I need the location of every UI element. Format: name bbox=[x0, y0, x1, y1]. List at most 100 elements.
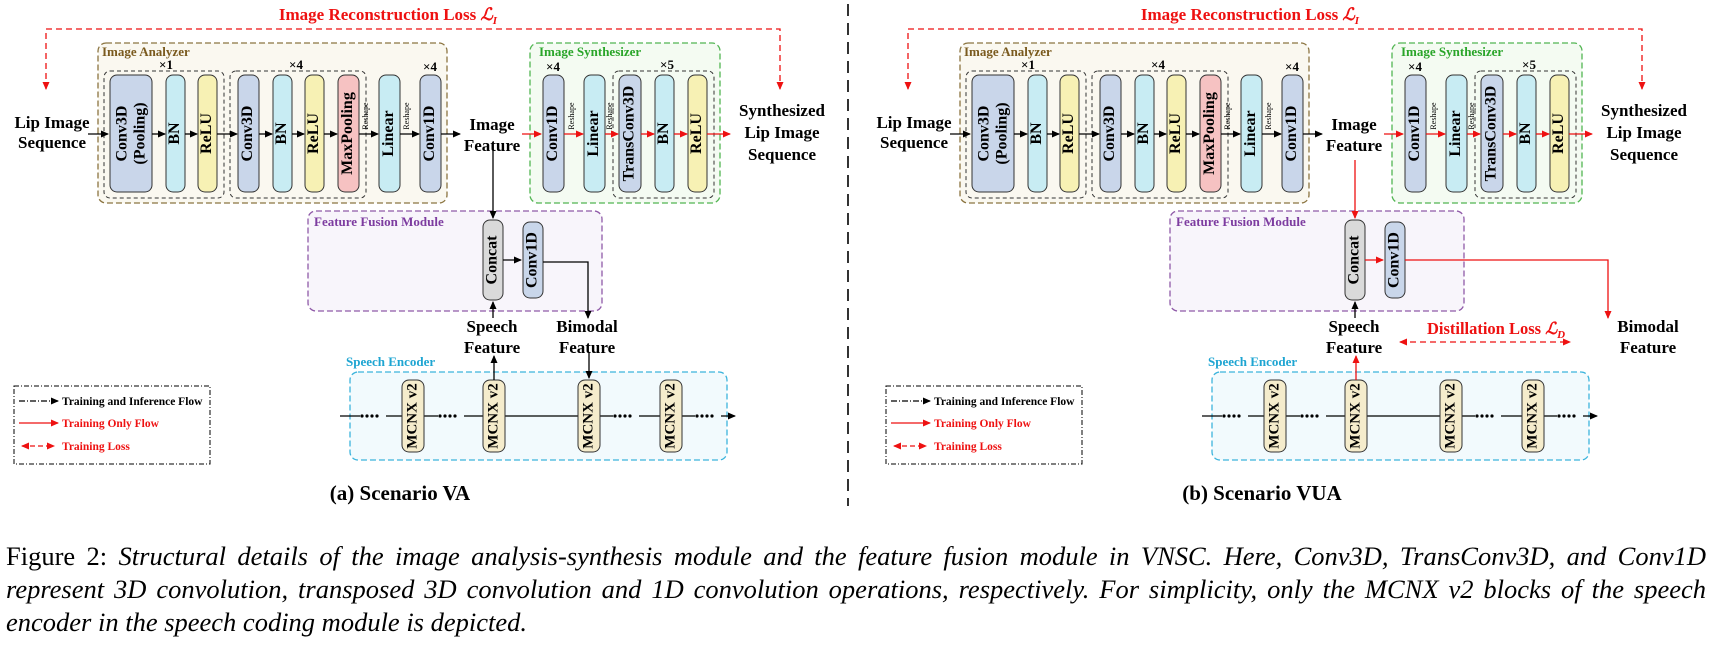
mcnx-block-1-label: MCNX v2 bbox=[404, 383, 420, 448]
mcnx-block-2-label: MCNX v2 bbox=[1347, 383, 1363, 448]
encoder-dots-4-dot bbox=[1567, 414, 1571, 418]
synth-block-4-label: BN bbox=[655, 122, 672, 145]
analyzer-block-9-label: Conv1D bbox=[1283, 105, 1300, 161]
encoder-dots-4-dot bbox=[705, 414, 709, 418]
fusion-concat-label: Concat bbox=[484, 235, 501, 285]
legend-label-2: Training Only Flow bbox=[62, 418, 160, 430]
image-synthesizer-title: Image Synthesizer bbox=[539, 44, 641, 59]
synth-reshape-2: Reshape bbox=[605, 102, 614, 130]
synth-block-3-label: TransConv3D bbox=[621, 86, 638, 182]
speech-encoder-title: Speech Encoder bbox=[1208, 354, 1297, 369]
synth-repeat-2: ×5 bbox=[660, 57, 674, 72]
analyzer-reshape-1: Reshape bbox=[1223, 102, 1232, 130]
bimodal-feature-label-line-2: Feature bbox=[559, 338, 616, 357]
image-feature-label-line-2: Feature bbox=[464, 136, 521, 155]
encoder-dots-2-dot bbox=[1310, 414, 1314, 418]
encoder-dots-3-dot bbox=[613, 414, 617, 418]
mcnx-block-4-label: MCNX v2 bbox=[662, 383, 678, 448]
analyzer-repeat-2: ×4 bbox=[289, 57, 303, 72]
encoder-dots-4-dot bbox=[695, 414, 699, 418]
synth-block-1-label: Conv1D bbox=[544, 105, 561, 161]
output-label-line-2: Lip Image bbox=[1606, 123, 1682, 142]
speech-feature-label-line-1: Speech bbox=[467, 317, 519, 336]
image-feature-label-line-1: Image bbox=[469, 115, 515, 134]
analyzer-block-1-label-2: (Pooling) bbox=[132, 102, 149, 164]
output-label-line-3: Sequence bbox=[748, 145, 816, 164]
encoder-dots-3-dot bbox=[1480, 414, 1484, 418]
caption-text: Structural details of the image analysis… bbox=[6, 541, 1707, 637]
analyzer-block-1-label-2: (Pooling) bbox=[994, 102, 1011, 164]
legend-box bbox=[13, 385, 211, 465]
analyzer-block-6-label: ReLU bbox=[305, 113, 322, 154]
analyzer-block-2-label: BN bbox=[1028, 122, 1045, 145]
bimodal-feature-label-line-1: Bimodal bbox=[1617, 317, 1679, 336]
input-label-line-2: Sequence bbox=[880, 133, 948, 152]
analyzer-repeat-3: ×4 bbox=[1285, 59, 1299, 74]
image-analyzer-title: Image Analyzer bbox=[964, 44, 1052, 59]
analyzer-reshape-2: Reshape bbox=[402, 102, 411, 130]
encoder-dots-3-dot bbox=[628, 414, 632, 418]
output-label-line-1: Synthesized bbox=[1601, 101, 1688, 120]
analyzer-block-8-label: Linear bbox=[1242, 110, 1259, 156]
fusion-concat-label: Concat bbox=[1346, 235, 1363, 285]
encoder-dots-3-dot bbox=[1475, 414, 1479, 418]
image-analyzer-title: Image Analyzer bbox=[102, 44, 190, 59]
analyzer-block-7-label: MaxPooling bbox=[1201, 92, 1218, 175]
synth-repeat-1: ×4 bbox=[1408, 59, 1422, 74]
analyzer-repeat-1: ×1 bbox=[159, 57, 173, 72]
legend-label-1: Training and Inference Flow bbox=[62, 396, 203, 408]
arrow-conv-to-bimodal bbox=[1405, 259, 1612, 319]
analyzer-block-9-label: Conv1D bbox=[421, 105, 438, 161]
mcnx-block-1-label: MCNX v2 bbox=[1266, 383, 1282, 448]
synth-reshape-1: Reshape bbox=[567, 102, 576, 130]
analyzer-block-1-label-1: Conv3D bbox=[976, 105, 993, 161]
encoder-dots-4-dot bbox=[1572, 414, 1576, 418]
fusion-title: Feature Fusion Module bbox=[1176, 214, 1306, 229]
synth-block-5-label: ReLU bbox=[1550, 113, 1567, 154]
synth-repeat-1: ×4 bbox=[546, 59, 560, 74]
encoder-dots-2-dot bbox=[1315, 414, 1319, 418]
encoder-dots-2-dot bbox=[1305, 414, 1309, 418]
reconstruction-loss-line bbox=[904, 28, 1646, 90]
fusion-conv1d-box bbox=[522, 221, 544, 299]
fusion-conv1d-label: Conv1D bbox=[1386, 232, 1403, 288]
synth-reshape-1: Reshape bbox=[1429, 102, 1438, 130]
mcnx-block-4-box bbox=[659, 379, 683, 453]
encoder-dots-4-dot bbox=[1557, 414, 1561, 418]
fusion-conv1d-label: Conv1D bbox=[524, 232, 541, 288]
encoder-dots-2-dot bbox=[448, 414, 452, 418]
analyzer-block-4-label: Conv3D bbox=[1101, 105, 1118, 161]
encoder-dots-2-dot bbox=[443, 414, 447, 418]
image-feature-label-line-1: Image bbox=[1331, 115, 1377, 134]
encoder-dots-1-dot bbox=[375, 414, 379, 418]
legend-label-3: Training Loss bbox=[934, 441, 1002, 453]
reconstruction-loss-line bbox=[42, 28, 784, 90]
mcnx-block-4-label: MCNX v2 bbox=[1524, 383, 1540, 448]
synth-block-3-label: TransConv3D bbox=[1483, 86, 1500, 182]
analyzer-block-1-label-1: Conv3D bbox=[114, 105, 131, 161]
mcnx-block-3-label: MCNX v2 bbox=[580, 383, 596, 448]
loss-title: Image Reconstruction Loss ℒI bbox=[1141, 5, 1360, 27]
output-label-line-3: Sequence bbox=[1610, 145, 1678, 164]
mcnx-block-3-box bbox=[1439, 379, 1463, 453]
synth-block-5-label: ReLU bbox=[688, 113, 705, 154]
analyzer-repeat-2: ×4 bbox=[1151, 57, 1165, 72]
encoder-dots-1-dot bbox=[1227, 414, 1231, 418]
input-label-line-1: Lip Image bbox=[14, 113, 90, 132]
image-synthesizer-title: Image Synthesizer bbox=[1401, 44, 1503, 59]
speech-feature-label-line-1: Speech bbox=[1329, 317, 1381, 336]
figure-caption: Figure 2: Structural details of the imag… bbox=[6, 540, 1706, 639]
legend-label-1: Training and Inference Flow bbox=[934, 396, 1075, 408]
analyzer-block-7-label: MaxPooling bbox=[339, 92, 356, 175]
speech-encoder-title: Speech Encoder bbox=[346, 354, 435, 369]
analyzer-block-8-label: Linear bbox=[380, 110, 397, 156]
legend-box bbox=[885, 385, 1083, 465]
bimodal-feature-label-line-1: Bimodal bbox=[556, 317, 618, 336]
synth-block-4-label: BN bbox=[1517, 122, 1534, 145]
encoder-dots-1-dot bbox=[1222, 414, 1226, 418]
synth-block-2-label: Linear bbox=[585, 110, 602, 156]
encoder-dots-4-dot bbox=[710, 414, 714, 418]
encoder-dots-4-dot bbox=[1562, 414, 1566, 418]
analyzer-block-5-label: BN bbox=[273, 122, 290, 145]
